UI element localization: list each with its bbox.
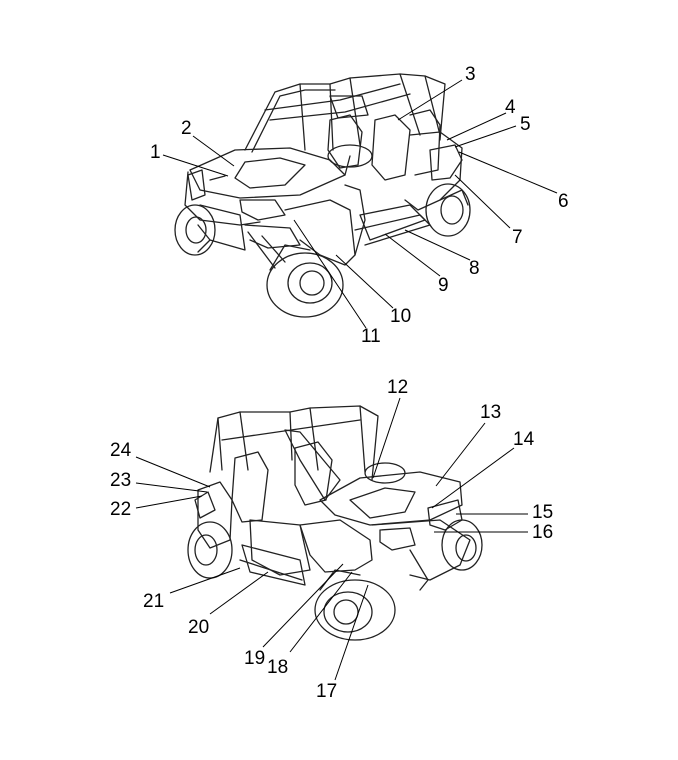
callout-20: 20 <box>188 617 209 638</box>
callout-17: 17 <box>316 681 337 702</box>
vehicle-top-illustration <box>174 73 471 318</box>
callout-18: 18 <box>267 657 288 678</box>
callout-labels: 1 2 3 4 5 6 7 8 9 10 11 12 13 14 15 16 1… <box>110 64 569 702</box>
callout-7: 7 <box>512 227 523 248</box>
vehicle-bottom-illustration <box>187 405 483 641</box>
callout-19: 19 <box>244 648 265 669</box>
callout-12: 12 <box>387 377 408 398</box>
callout-8: 8 <box>469 258 480 279</box>
callout-10: 10 <box>390 306 411 327</box>
callout-5: 5 <box>520 114 531 135</box>
callout-13: 13 <box>480 402 501 423</box>
callout-21: 21 <box>143 591 164 612</box>
callout-23: 23 <box>110 470 131 491</box>
callout-14: 14 <box>513 429 535 450</box>
callout-2: 2 <box>181 118 192 139</box>
callout-6: 6 <box>558 191 569 212</box>
callout-16: 16 <box>532 522 553 543</box>
callout-24: 24 <box>110 440 132 461</box>
callout-1: 1 <box>150 142 161 163</box>
callout-11: 11 <box>361 326 381 347</box>
callout-9: 9 <box>438 275 449 296</box>
callout-3: 3 <box>465 64 476 85</box>
callout-4: 4 <box>505 97 516 118</box>
callout-22: 22 <box>110 499 131 520</box>
leader-lines <box>135 79 558 681</box>
callout-15: 15 <box>532 502 553 523</box>
